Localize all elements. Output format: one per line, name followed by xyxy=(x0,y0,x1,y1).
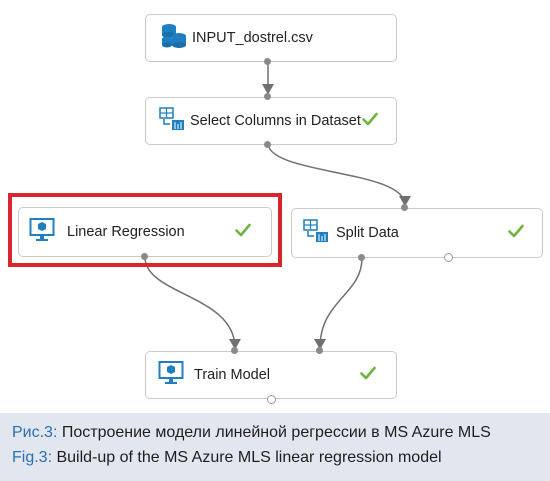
output-port[interactable] xyxy=(264,58,271,65)
figure-caption: Рис.3: Построение модели линейной регрес… xyxy=(0,413,550,481)
module-select-columns[interactable]: Select Columns in Dataset xyxy=(145,97,397,145)
caption-en-text: Build-up of the MS Azure MLS linear regr… xyxy=(52,449,442,466)
module-label: Linear Regression xyxy=(67,224,185,240)
module-label: INPUT_dostrel.csv xyxy=(192,30,313,46)
output-port[interactable] xyxy=(267,395,276,404)
check-icon xyxy=(508,224,524,242)
edge-split-to-train xyxy=(314,257,363,350)
module-label: Train Model xyxy=(194,367,271,383)
table-transform-icon xyxy=(158,106,186,136)
caption-ru-text: Построение модели линейной регрессии в M… xyxy=(57,424,491,441)
database-icon xyxy=(160,23,188,53)
module-input-dataset[interactable]: INPUT_dostrel.csv xyxy=(145,14,397,62)
module-linear-regression[interactable]: Linear Regression xyxy=(18,207,272,257)
input-port-1[interactable] xyxy=(231,347,238,354)
module-train-model[interactable]: Train Model xyxy=(145,351,397,399)
check-icon xyxy=(362,112,378,130)
edge-select-to-split xyxy=(267,144,411,207)
edge-linreg-to-train xyxy=(144,256,241,350)
caption-ru-prefix: Рис.3: xyxy=(12,424,58,441)
module-split-data[interactable]: Split Data xyxy=(291,208,543,258)
check-icon xyxy=(235,223,251,241)
input-port-2[interactable] xyxy=(316,347,323,354)
table-transform-icon xyxy=(302,218,330,248)
caption-en: Fig.3: Build-up of the MS Azure MLS line… xyxy=(12,447,442,469)
module-label: Select Columns in Dataset xyxy=(190,113,361,129)
caption-ru: Рис.3: Построение модели линейной регрес… xyxy=(12,422,491,444)
output-port[interactable] xyxy=(141,253,148,260)
input-port[interactable] xyxy=(264,93,271,100)
module-label: Split Data xyxy=(336,225,399,241)
input-port[interactable] xyxy=(401,204,408,211)
model-monitor-icon xyxy=(29,217,55,247)
experiment-canvas: INPUT_dostrel.csv Select Columns in Data… xyxy=(8,14,543,404)
check-icon xyxy=(360,366,376,384)
highlight-frame xyxy=(8,193,282,267)
model-monitor-icon xyxy=(158,360,184,390)
caption-en-prefix: Fig.3: xyxy=(12,449,53,466)
output-port-2[interactable] xyxy=(444,253,453,262)
output-port-1[interactable] xyxy=(358,254,365,261)
output-port[interactable] xyxy=(264,141,271,148)
connection-lines xyxy=(144,62,411,350)
